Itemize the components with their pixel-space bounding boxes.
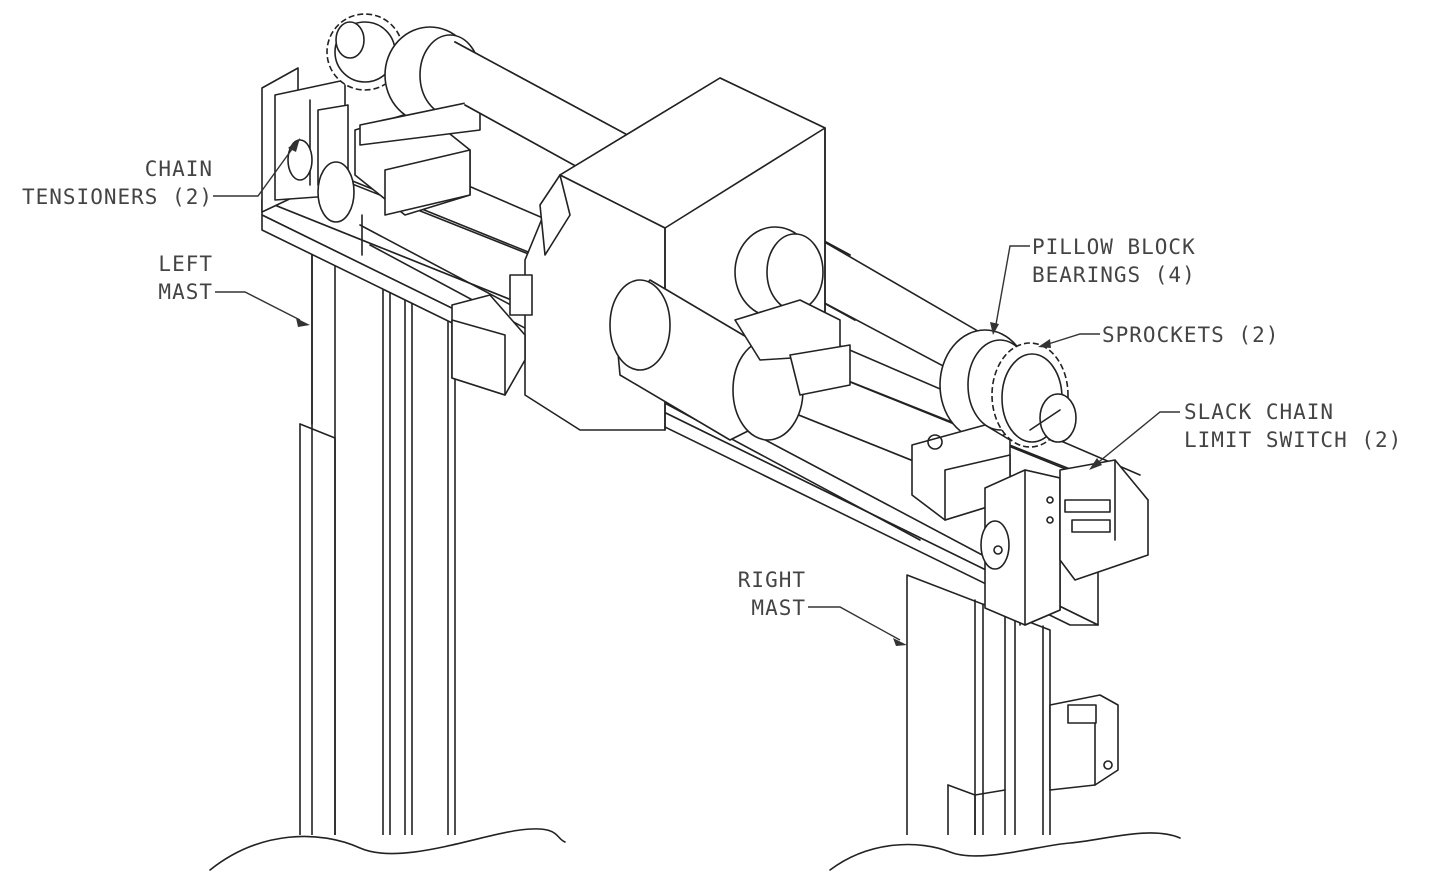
callout-left-mast: LEFT MAST bbox=[158, 252, 213, 304]
right-mast-label-line1: RIGHT bbox=[738, 568, 806, 592]
pillow-block-label-line1: PILLOW BLOCK bbox=[1032, 235, 1196, 259]
left-mast-label-line2: MAST bbox=[158, 280, 213, 304]
right-mast-label-line2: MAST bbox=[751, 596, 806, 620]
left-mast-label-line1: LEFT bbox=[158, 252, 213, 276]
left-sprocket bbox=[326, 13, 404, 91]
callout-sprockets: SPROCKETS (2) bbox=[1102, 323, 1279, 347]
left-bracket bbox=[451, 274, 533, 396]
callout-chain-tensioners: CHAIN TENSIONERS (2) bbox=[22, 157, 213, 209]
chain-tensioners-label-line2: TENSIONERS (2) bbox=[22, 185, 213, 209]
callout-right-mast: RIGHT MAST bbox=[738, 568, 806, 620]
left-end-assembly bbox=[261, 67, 471, 223]
right-mast bbox=[800, 574, 1200, 891]
chain-tensioners-label-line1: CHAIN bbox=[145, 157, 213, 181]
right-sprocket bbox=[991, 342, 1077, 448]
callout-pillow-block-bearings: PILLOW BLOCK BEARINGS (4) bbox=[1032, 235, 1196, 287]
pillow-block-label-line2: BEARINGS (4) bbox=[1032, 263, 1196, 287]
left-mast bbox=[0, 247, 600, 891]
left-pillow-block bbox=[359, 26, 481, 146]
callout-slack-chain-limit-switch: SLACK CHAIN LIMIT SWITCH (2) bbox=[1184, 400, 1402, 452]
middle-pillow-block bbox=[734, 226, 851, 396]
sprockets-label-line1: SPROCKETS (2) bbox=[1102, 323, 1279, 347]
right-end-assembly bbox=[980, 459, 1149, 626]
slack-chain-label-line1: SLACK CHAIN bbox=[1184, 400, 1334, 424]
leader-lines bbox=[213, 138, 1180, 646]
slack-chain-label-line2: LIMIT SWITCH (2) bbox=[1184, 428, 1402, 452]
